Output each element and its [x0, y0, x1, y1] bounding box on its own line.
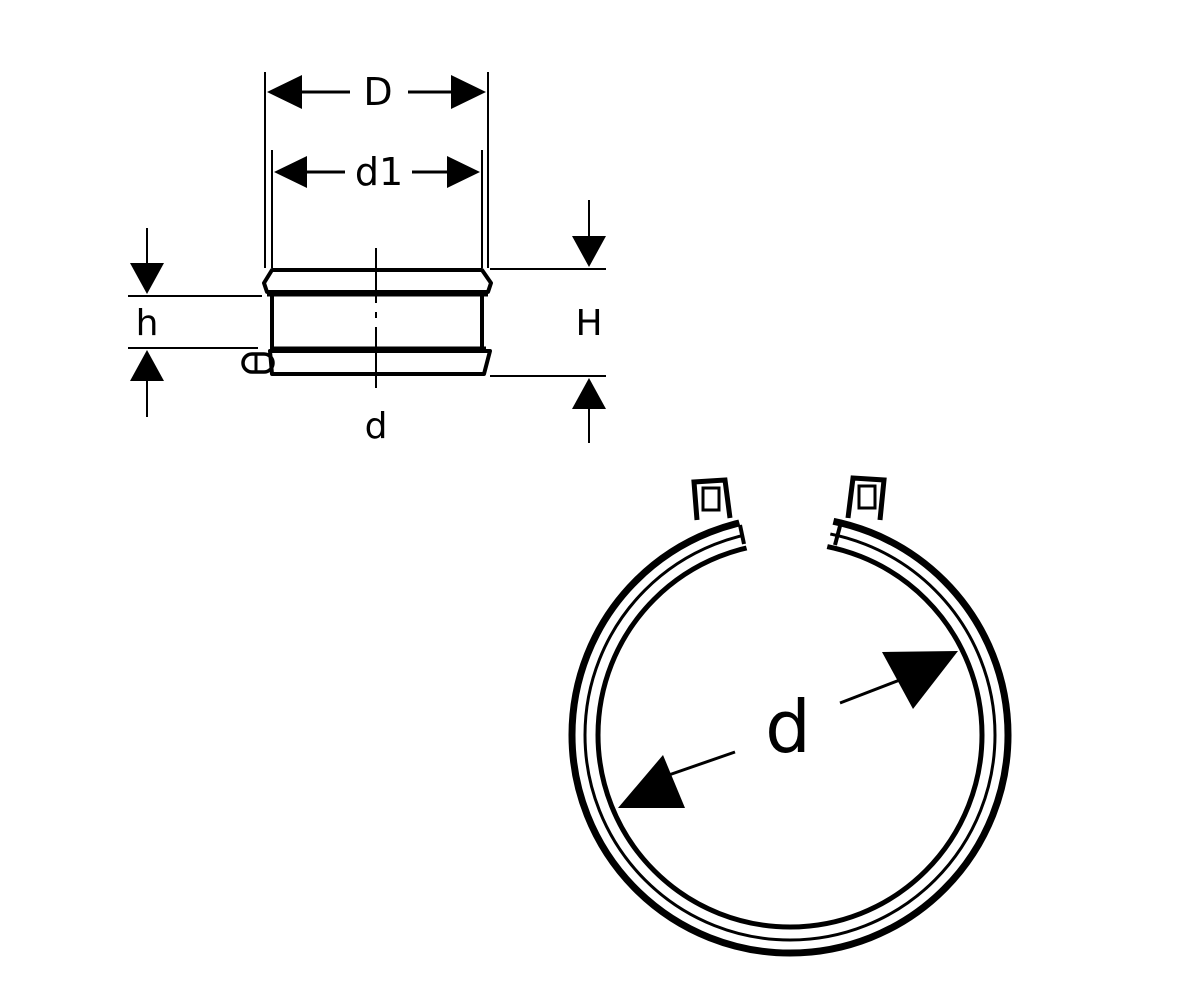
clamp-tab: [241, 352, 275, 374]
side-view: D d1 h H: [128, 70, 606, 447]
label-H: H: [575, 303, 602, 344]
label-D: D: [363, 70, 392, 114]
lug-right: [845, 475, 887, 521]
ring-end-left-cap: [738, 524, 746, 545]
dimension-d1: d1: [274, 150, 480, 194]
dimension-h: h: [130, 228, 164, 417]
label-d-ring: d: [765, 685, 811, 769]
dimension-d-ring: d: [618, 651, 958, 808]
arrowhead-d-ring-left: [618, 755, 685, 808]
lug-right-slot: [857, 484, 877, 510]
arrowhead-d1-right: [447, 156, 480, 188]
dimension-D: D: [267, 70, 486, 114]
arrowhead-h-bottom: [130, 350, 164, 381]
lug-left-frame: [691, 477, 733, 521]
arrowhead-h-top: [130, 263, 164, 294]
lug-right-frame: [845, 475, 887, 521]
label-d1: d1: [355, 150, 403, 194]
ring-end-right-cap: [833, 525, 842, 546]
label-h: h: [136, 303, 159, 344]
top-rim: [262, 268, 493, 294]
socket-body: [241, 248, 493, 388]
arrowhead-d-ring-right: [882, 651, 958, 709]
arrowhead-H-top: [572, 236, 606, 267]
bottom-rim: [268, 349, 492, 376]
extension-lines: [128, 72, 606, 377]
lug-left: [691, 477, 733, 521]
top-view: d: [568, 475, 1012, 957]
dimension-line-d-ring-right: [839, 676, 906, 705]
lug-left-slot: [701, 486, 721, 512]
dimension-H: H: [572, 200, 606, 443]
arrowhead-D-right: [451, 75, 486, 109]
arrowhead-D-left: [267, 75, 302, 109]
dimension-line-d-ring-left: [662, 750, 736, 779]
arrowhead-H-bottom: [572, 378, 606, 409]
label-d-side: d: [365, 406, 388, 447]
arrowhead-d1-left: [274, 156, 307, 188]
